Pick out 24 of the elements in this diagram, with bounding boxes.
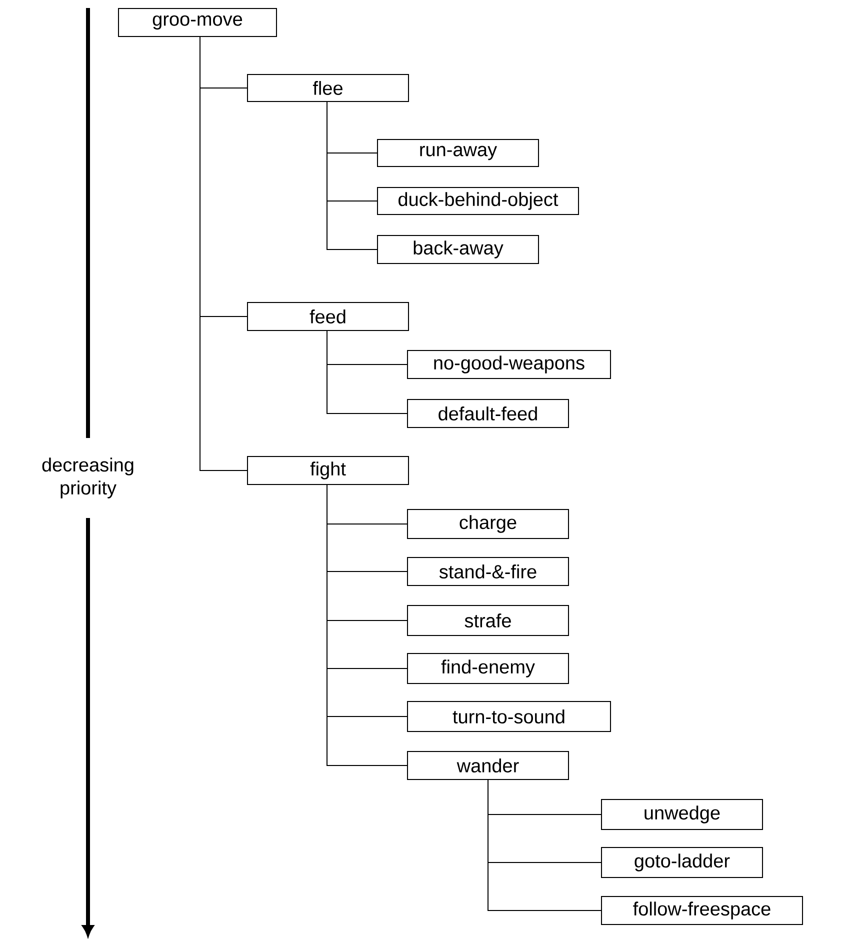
tree-box: wander bbox=[407, 751, 569, 780]
axis-label: decreasing priority bbox=[42, 458, 134, 498]
tree-box: no-good-weapons bbox=[407, 350, 611, 379]
tree-box: charge bbox=[407, 509, 569, 539]
tree-box: strafe bbox=[407, 605, 569, 636]
connector-line bbox=[200, 36, 248, 471]
tree-box: follow-freespace bbox=[601, 896, 803, 925]
tree-box: find-enemy bbox=[407, 653, 569, 684]
tree-box: stand-&-fire bbox=[407, 557, 569, 586]
connector-line bbox=[488, 780, 602, 911]
tree-box: run-away bbox=[377, 139, 539, 167]
tree-box: groo-move bbox=[118, 8, 277, 37]
connector-line bbox=[326, 484, 408, 766]
tree-box: flee bbox=[247, 74, 409, 102]
tree-box: back-away bbox=[377, 235, 539, 264]
tree-box: fight bbox=[247, 456, 409, 485]
tree-box: default-feed bbox=[407, 399, 569, 428]
connector-line bbox=[326, 102, 378, 250]
tree-box: duck-behind-object bbox=[377, 187, 579, 215]
tree-box: feed bbox=[247, 302, 409, 331]
tree-box: unwedge bbox=[601, 799, 763, 830]
tree-box: turn-to-sound bbox=[407, 701, 611, 732]
connector-line bbox=[326, 330, 408, 414]
tree-box: goto-ladder bbox=[601, 847, 763, 878]
